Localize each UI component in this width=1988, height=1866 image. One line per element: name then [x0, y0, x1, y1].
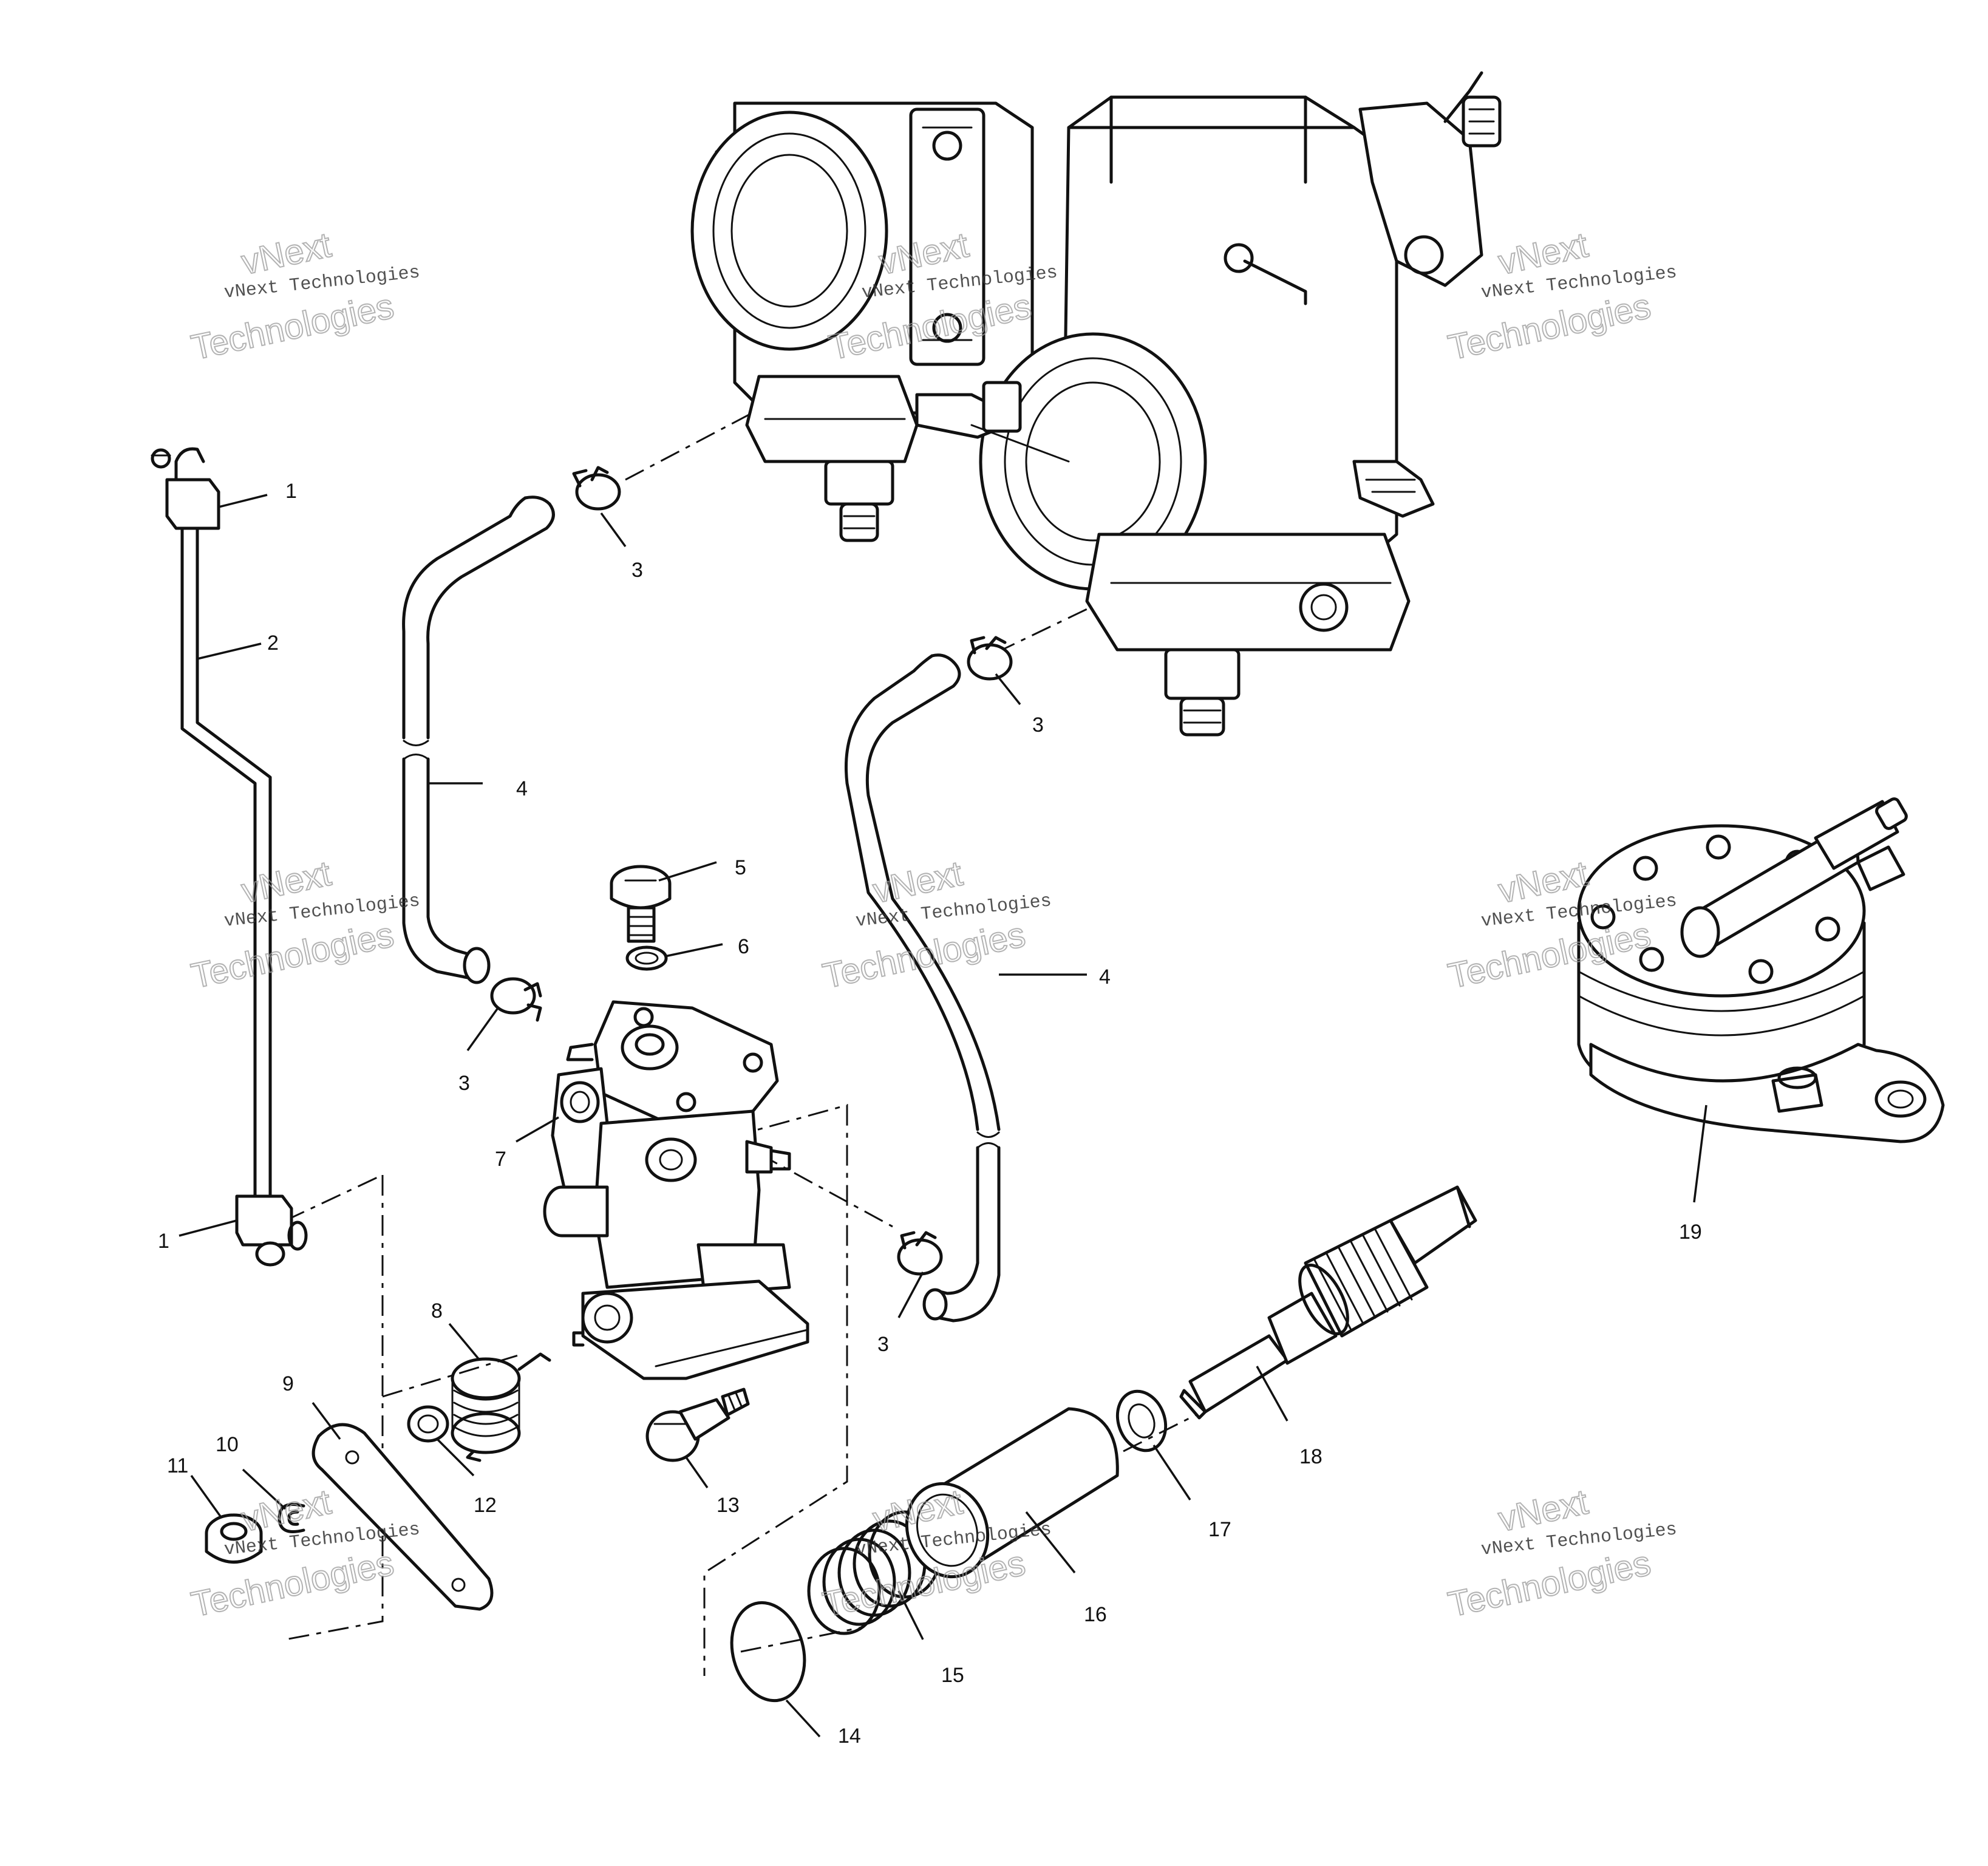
callout-5: 5 [735, 856, 746, 879]
part-8-spring [451, 1352, 551, 1462]
part-1-fitting-top [151, 447, 220, 530]
callout-16: 16 [1084, 1603, 1107, 1626]
watermark: vNext vNext Technologies Technologies [187, 225, 421, 369]
svg-text:Technologies: Technologies [819, 914, 1029, 996]
part-2-oil-line [180, 526, 272, 1198]
part-12-washer [407, 1405, 449, 1443]
part-3-clamp-d [897, 1231, 943, 1276]
callout-1-bottom: 1 [158, 1230, 169, 1253]
carburetor-assembly [690, 71, 1502, 737]
svg-text:Technologies: Technologies [1445, 1543, 1654, 1624]
callout-8: 8 [431, 1299, 443, 1323]
svg-text:Technologies: Technologies [188, 914, 397, 996]
part-10-clip [277, 1503, 305, 1533]
callout-17: 17 [1208, 1518, 1231, 1541]
part-1-fitting-bottom [235, 1194, 308, 1267]
callout-7: 7 [495, 1148, 506, 1171]
part-15-bellows [807, 1510, 942, 1635]
callout-18: 18 [1299, 1445, 1322, 1468]
callout-10: 10 [216, 1433, 239, 1456]
part-9-lever [311, 1423, 494, 1611]
part-3-clamp-a [572, 466, 621, 511]
callout-labels: 1 2 3 4 3 5 6 3 4 7 1 3 8 9 10 11 12 13 … [158, 480, 1702, 1748]
part-14-oring [730, 1601, 806, 1703]
watermark: vNext vNext Technologies Technologies [187, 853, 421, 997]
part-18-drive-shaft [1179, 1185, 1477, 1420]
svg-text:Technologies: Technologies [188, 286, 397, 367]
part-17-washer [1115, 1389, 1168, 1452]
part-11-nut [205, 1513, 263, 1564]
leader-lines [179, 494, 1707, 1738]
part-4-hose-right [844, 653, 1001, 1323]
watermark: vNext vNext Technologies Technologies [1444, 1482, 1678, 1626]
callout-14: 14 [838, 1725, 861, 1748]
callout-3-c: 3 [458, 1072, 470, 1095]
callout-9: 9 [282, 1372, 294, 1395]
callout-12: 12 [474, 1494, 497, 1517]
svg-text:Technologies: Technologies [1445, 286, 1654, 367]
callout-3-b: 3 [1032, 713, 1044, 737]
callout-11: 11 [167, 1454, 188, 1477]
callout-3-d: 3 [877, 1333, 889, 1356]
callout-3-a: 3 [631, 559, 643, 582]
callout-2: 2 [267, 632, 279, 655]
part-3-clamp-c [490, 977, 542, 1022]
callout-4-right: 4 [1099, 965, 1111, 989]
callout-15: 15 [941, 1664, 964, 1687]
part-6-washer [625, 945, 668, 971]
part-3-clamp-b [967, 636, 1013, 681]
part-5-bolt [610, 865, 672, 943]
callout-4-left: 4 [516, 777, 528, 800]
callout-1-top: 1 [285, 480, 297, 503]
part-19-fuel-pump [1577, 797, 1945, 1143]
callout-19: 19 [1679, 1221, 1702, 1244]
callout-13: 13 [717, 1494, 740, 1517]
part-16-sleeve [905, 1407, 1119, 1579]
callout-6: 6 [738, 935, 749, 958]
part-7-oil-pump [543, 1000, 809, 1380]
part-4-hose-left [402, 495, 555, 984]
part-13-screw [645, 1388, 750, 1462]
